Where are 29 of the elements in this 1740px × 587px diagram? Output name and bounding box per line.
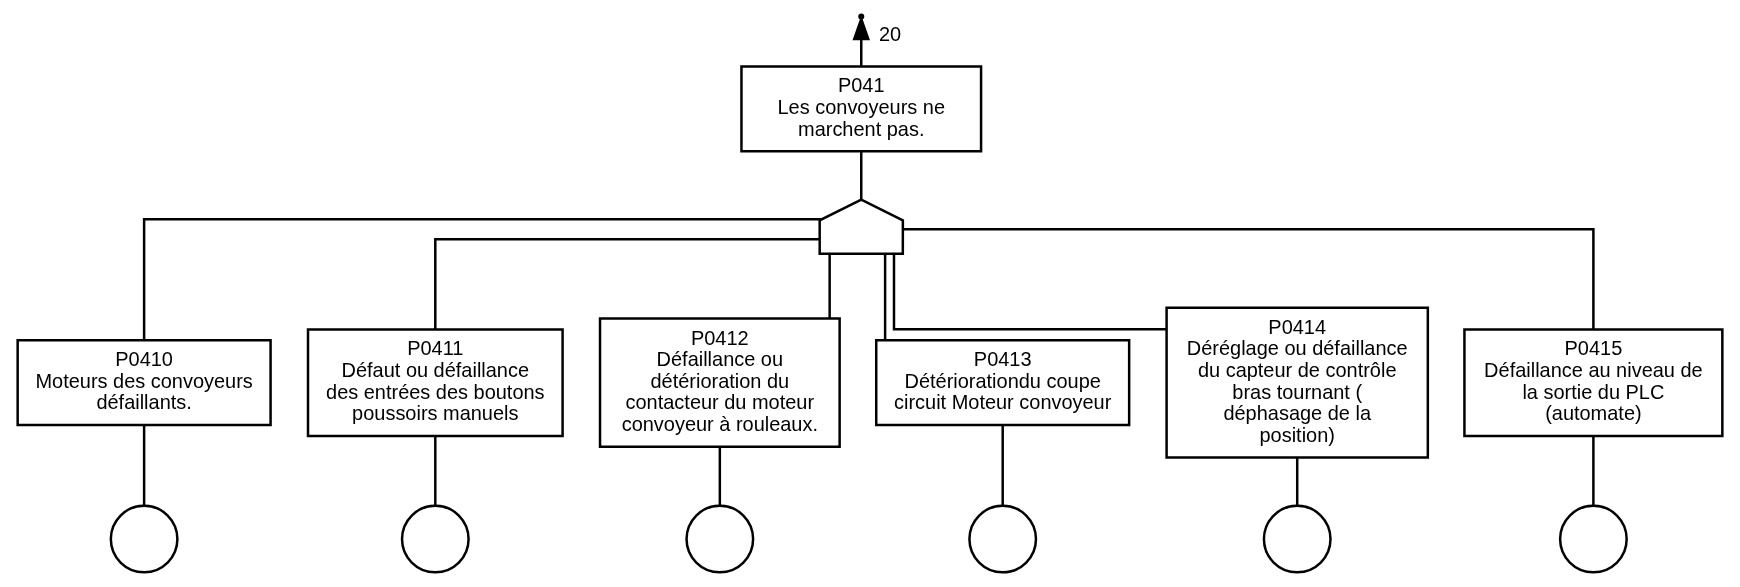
- node-gate: [818, 198, 905, 256]
- node-circle: [1558, 504, 1628, 574]
- connector: [1001, 425, 1004, 506]
- node-box: P0410 Moteurs des convoyeurs défaillants.: [16, 338, 272, 427]
- node-circle: [968, 504, 1038, 574]
- connector: [142, 218, 822, 341]
- connector: [828, 254, 831, 319]
- node-box: P041 Les convoyeurs ne marchent pas.: [740, 65, 983, 153]
- node-box: P0412 Défaillance ou détérioration du contacteur du moteur convoyeur à rouleaux.: [598, 317, 841, 448]
- connector: [883, 253, 887, 340]
- node-circle: [400, 504, 470, 574]
- connector: [892, 254, 1167, 331]
- connector: [434, 238, 820, 330]
- node-box: P0411 Défaut ou défaillance des entrées des boutons poussoirs manuels: [306, 328, 564, 438]
- connector: [860, 151, 863, 200]
- connector: [1295, 457, 1299, 506]
- node-circle: [685, 504, 755, 574]
- node-box: P0414 Déréglage ou défaillance du capteur de contrôle bras tournant ( déphasage de la position): [1165, 306, 1430, 459]
- connector: [718, 446, 722, 506]
- connector: [434, 436, 437, 506]
- node-box: P0413 Détériorationdu coupe circuit Moteur convoyeur: [875, 338, 1131, 427]
- node-circle: [1262, 504, 1332, 574]
- arrow: [852, 15, 870, 67]
- connector: [142, 425, 146, 506]
- edge-label: 20: [878, 22, 902, 45]
- connector: [903, 228, 1595, 329]
- connector: [1592, 436, 1595, 506]
- node-box: P0415 Défaillance au niveau de la sortie du PLC (automate): [1463, 328, 1724, 438]
- node-circle: [109, 504, 179, 574]
